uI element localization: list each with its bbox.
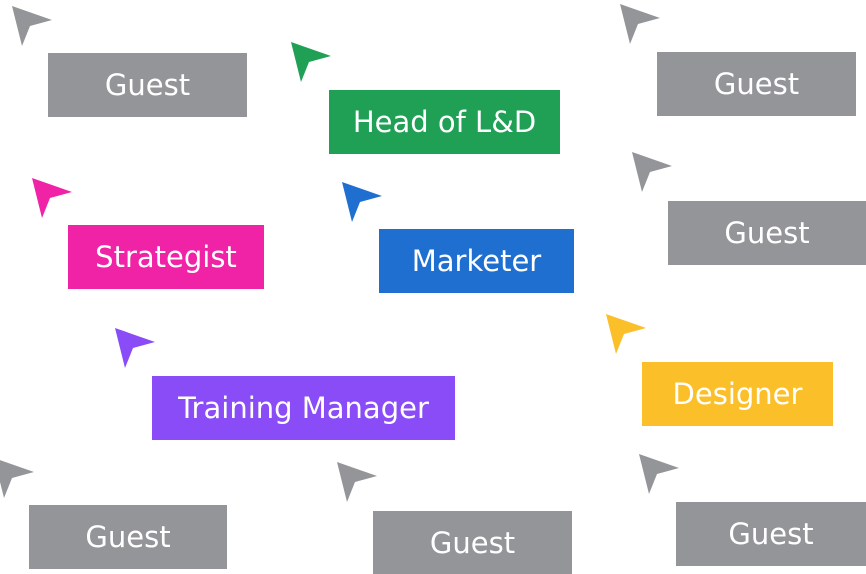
pointer-cursor-icon bbox=[635, 450, 681, 496]
pointer-cursor-icon bbox=[616, 0, 662, 46]
pointer-cursor-icon bbox=[338, 178, 384, 224]
guest-label: Guest bbox=[728, 517, 814, 551]
pointer-cursor-icon bbox=[8, 2, 54, 48]
guest-label: Guest bbox=[429, 525, 516, 560]
guest-tag: Guest bbox=[373, 511, 572, 574]
pointer-cursor-icon bbox=[628, 148, 674, 194]
marketer-label: Marketer bbox=[411, 244, 542, 278]
pointer-cursor-icon bbox=[287, 38, 333, 84]
guest-tag: Guest bbox=[676, 502, 866, 566]
pointer-cursor-icon bbox=[28, 174, 74, 220]
guest-tag: Guest bbox=[48, 53, 247, 117]
designer-tag: Designer bbox=[642, 362, 833, 426]
pointer-cursor-icon bbox=[602, 310, 648, 356]
pointer-cursor-icon bbox=[333, 458, 379, 504]
pointer-cursor-icon bbox=[0, 454, 36, 500]
designer-label: Designer bbox=[672, 377, 803, 411]
guest-label: Guest bbox=[104, 68, 191, 102]
strategist-label: Strategist bbox=[95, 240, 237, 274]
guest-tag: Guest bbox=[29, 505, 227, 569]
training-manager-label: Training Manager bbox=[178, 391, 429, 425]
guest-label: Guest bbox=[724, 216, 810, 250]
guest-tag: Guest bbox=[657, 52, 856, 116]
head-of-ld-tag: Head of L&D bbox=[329, 90, 560, 154]
pointer-cursor-icon bbox=[111, 324, 157, 370]
guest-tag: Guest bbox=[668, 201, 866, 265]
guest-label: Guest bbox=[85, 520, 171, 554]
marketer-tag: Marketer bbox=[379, 229, 574, 293]
guest-label: Guest bbox=[713, 67, 800, 101]
head-of-ld-label: Head of L&D bbox=[352, 105, 537, 139]
strategist-tag: Strategist bbox=[68, 225, 264, 289]
training-manager-tag: Training Manager bbox=[152, 376, 455, 440]
